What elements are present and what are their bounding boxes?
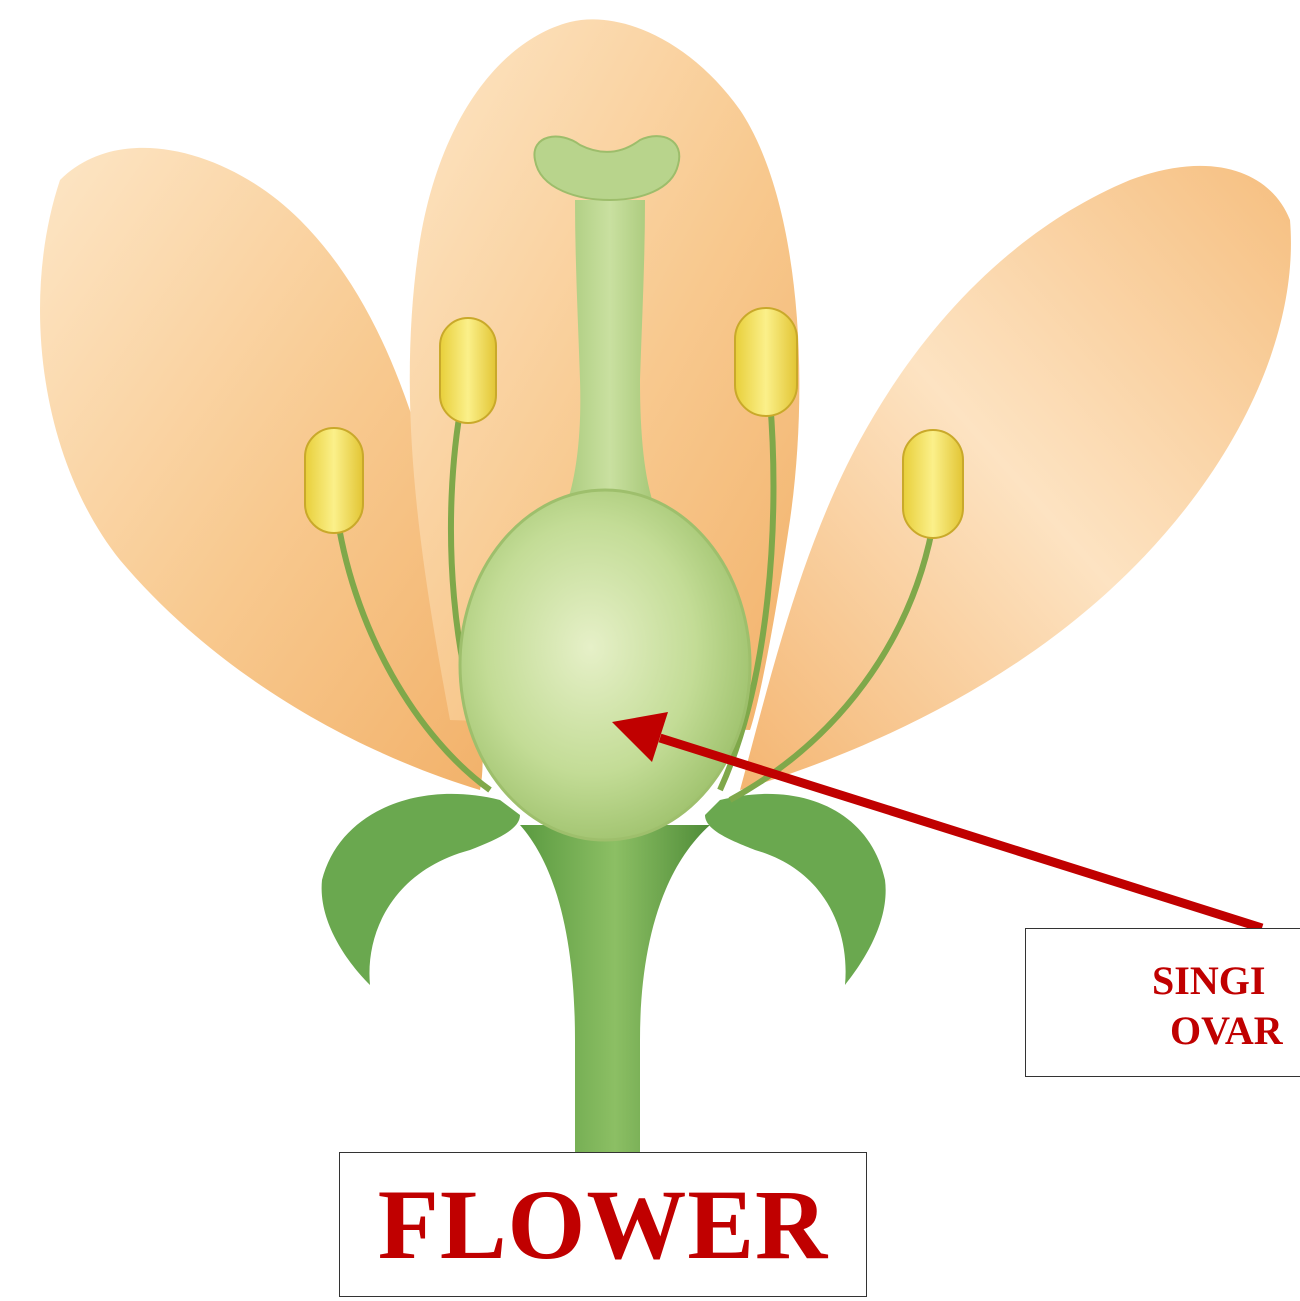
anther-1 <box>305 428 363 533</box>
petal-right <box>740 166 1291 790</box>
sepal-right <box>705 794 886 985</box>
page-title: FLOWER <box>378 1175 828 1275</box>
ovary <box>460 490 750 840</box>
anther-2 <box>440 318 496 423</box>
anther-4 <box>903 430 963 538</box>
ovary-callout-box: SINGI OVAR <box>1025 928 1300 1077</box>
stem <box>520 825 710 1160</box>
sepal-left <box>322 794 520 985</box>
anther-3 <box>735 308 797 416</box>
callout-text-line-2: OVAR <box>1170 1007 1283 1054</box>
callout-text-line-1: SINGI <box>1152 957 1265 1004</box>
title-label-box: FLOWER <box>339 1152 867 1297</box>
